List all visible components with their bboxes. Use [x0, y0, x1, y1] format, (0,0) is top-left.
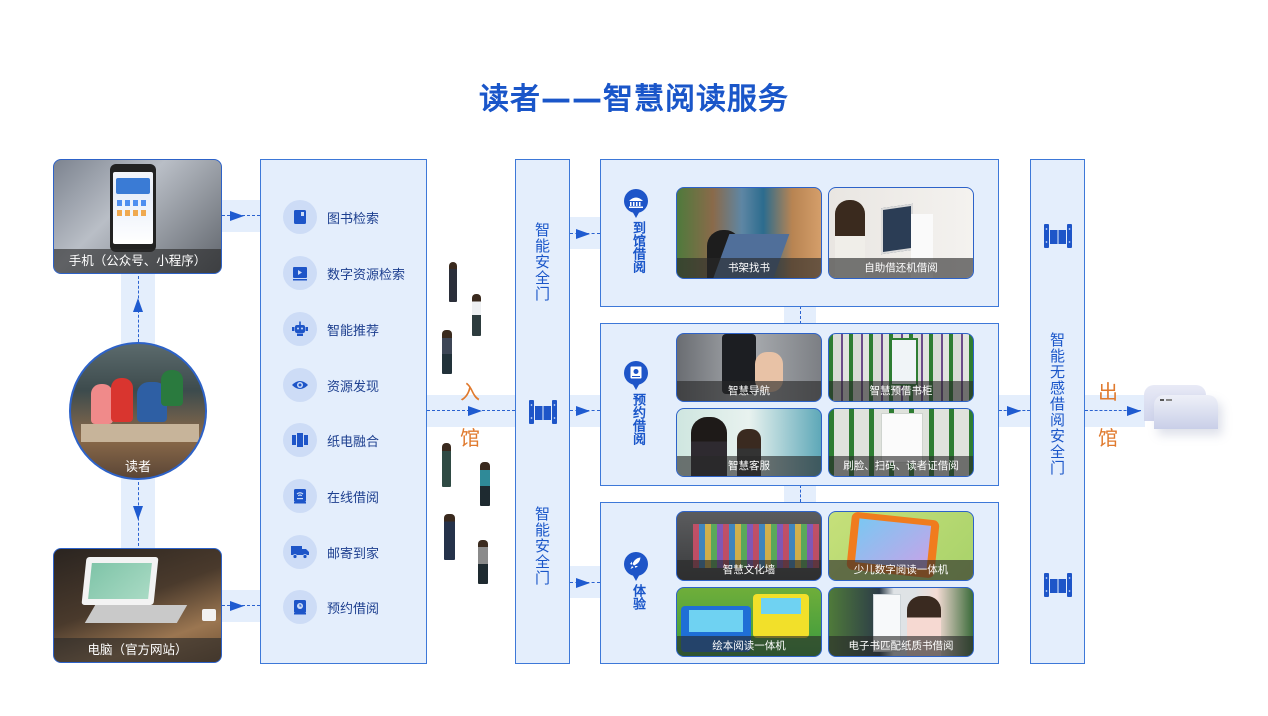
library-building-icon [624, 189, 648, 223]
tile-caption: 智慧文化墙 [677, 560, 821, 580]
exit-gate-device-icon [1144, 385, 1224, 431]
exit-label-bottom: 馆 [1098, 426, 1118, 450]
person-figure [444, 514, 455, 560]
person-figure [480, 462, 490, 506]
service-label: 图书检索 [327, 211, 380, 227]
tile-caption: 智慧预借书柜 [829, 381, 973, 401]
service-paper-digital[interactable]: 纸电融合 [283, 423, 379, 457]
tile-caption: 智慧客服 [677, 456, 821, 476]
exit-gate-panel: 智能无感借阅安全门 [1030, 159, 1085, 664]
exit-label-top: 出 [1098, 380, 1118, 404]
tile-caption: 自助借还机借阅 [829, 258, 973, 278]
tile-picture-book-reader[interactable]: 绘本阅读一体机 [676, 587, 822, 657]
service-digital-search[interactable]: 数字资源检索 [283, 256, 405, 290]
tile-caption: 绘本阅读一体机 [677, 636, 821, 656]
gate-icon [1044, 573, 1072, 601]
tile-ebook-paper-match[interactable]: 电子书匹配纸质书借阅 [828, 587, 974, 657]
service-label: 在线借阅 [327, 490, 380, 506]
arrow-right-icon [468, 406, 482, 416]
service-label: 智能推荐 [327, 323, 380, 339]
tile-shelf-search[interactable]: 书架找书 [676, 187, 822, 279]
category-reservation-borrow: 预约借阅 智慧导航 智慧预借书柜 智慧客服 刷脸、扫码、读者证借阅 [600, 323, 999, 486]
category-label: 体验 [630, 584, 645, 610]
exit-connector [1085, 410, 1141, 411]
reader-label: 读者 [124, 460, 151, 475]
channel-mobile[interactable]: 手机（公众号、小程序） [53, 159, 222, 274]
security-gate-panel: 智能安全门 智能安全门 [515, 159, 570, 664]
channel-mobile-label: 手机（公众号、小程序） [54, 249, 221, 273]
entry-label-top: 入 [460, 380, 480, 404]
service-label: 数字资源检索 [327, 267, 406, 283]
category-label: 预约借阅 [630, 393, 645, 445]
tile-face-scan-card-borrow[interactable]: 刷脸、扫码、读者证借阅 [828, 408, 974, 477]
tile-smart-culture-wall[interactable]: 智慧文化墙 [676, 511, 822, 581]
service-label: 邮寄到家 [327, 546, 380, 562]
page-title: 读者——智慧阅读服务 [479, 82, 789, 117]
phone-image [110, 164, 156, 252]
truck-icon [283, 535, 317, 569]
eye-icon [283, 368, 317, 402]
clock-book-icon [283, 590, 317, 624]
paper-digital-icon [283, 423, 317, 457]
category-experience: 体验 智慧文化墙 少儿数字阅读一体机 绘本阅读一体机 电子书匹配纸质书借阅 [600, 502, 999, 664]
person-figure [478, 540, 488, 584]
reader-node[interactable]: 读者 [69, 342, 207, 480]
service-label: 预约借阅 [327, 601, 380, 617]
security-gate-label-top: 智能安全门 [533, 222, 551, 302]
tile-caption: 少儿数字阅读一体机 [829, 560, 973, 580]
arrow-right-icon [576, 406, 590, 416]
category-onsite-borrow: 到馆借阅 书架找书 自助借还机借阅 [600, 159, 999, 307]
channel-computer-label: 电脑（官方网站） [54, 638, 221, 662]
service-label: 资源发现 [327, 379, 380, 395]
tile-smart-navigation[interactable]: 智慧导航 [676, 333, 822, 402]
online-services-panel: 图书检索 数字资源检索 智能推荐 资源发现 纸电融合 在线借阅 邮寄到家 [260, 159, 427, 664]
tile-smart-customer-service[interactable]: 智慧客服 [676, 408, 822, 477]
service-reserve-borrow[interactable]: 预约借阅 [283, 590, 379, 624]
person-figure [472, 294, 481, 336]
arrow-down-icon [133, 506, 143, 520]
arrow-up-icon [133, 298, 143, 312]
service-resource-discovery[interactable]: 资源发现 [283, 368, 379, 402]
exit-gate-label: 智能无感借阅安全门 [1048, 332, 1066, 476]
arrow-right-icon [230, 211, 244, 221]
service-label: 纸电融合 [327, 434, 380, 450]
tile-self-service-kiosk[interactable]: 自助借还机借阅 [828, 187, 974, 279]
gate-icon [529, 400, 557, 428]
tile-caption: 智慧导航 [677, 381, 821, 401]
connector [800, 306, 801, 324]
arrow-right-icon [1007, 406, 1021, 416]
reservation-book-icon [624, 361, 648, 395]
service-online-borrow[interactable]: 在线借阅 [283, 479, 379, 513]
robot-icon [283, 312, 317, 346]
tile-caption: 刷脸、扫码、读者证借阅 [829, 456, 973, 476]
laptop-image [81, 557, 159, 605]
arrow-right-icon [576, 578, 590, 588]
arrow-right-icon [576, 229, 590, 239]
tile-kids-digital-reader[interactable]: 少儿数字阅读一体机 [828, 511, 974, 581]
arrow-right-icon [1127, 406, 1141, 416]
category-label: 到馆借阅 [630, 221, 645, 273]
arrow-right-icon [230, 601, 244, 611]
entry-label-bottom: 馆 [460, 426, 480, 450]
person-figure [442, 443, 451, 487]
connector [800, 485, 801, 502]
channel-computer[interactable]: 电脑（官方网站） [53, 548, 222, 663]
service-book-search[interactable]: 图书检索 [283, 200, 379, 234]
tile-caption: 电子书匹配纸质书借阅 [829, 636, 973, 656]
tile-caption: 书架找书 [677, 258, 821, 278]
book-icon [283, 200, 317, 234]
rocket-icon [624, 552, 648, 586]
video-book-icon [283, 256, 317, 290]
wifi-book-icon [283, 479, 317, 513]
service-smart-recommend[interactable]: 智能推荐 [283, 312, 379, 346]
security-gate-label-bottom: 智能安全门 [533, 506, 551, 586]
gate-icon [1044, 224, 1072, 252]
person-figure [449, 262, 457, 302]
tile-smart-locker[interactable]: 智慧预借书柜 [828, 333, 974, 402]
service-mail-home[interactable]: 邮寄到家 [283, 535, 379, 569]
person-figure [442, 330, 452, 374]
